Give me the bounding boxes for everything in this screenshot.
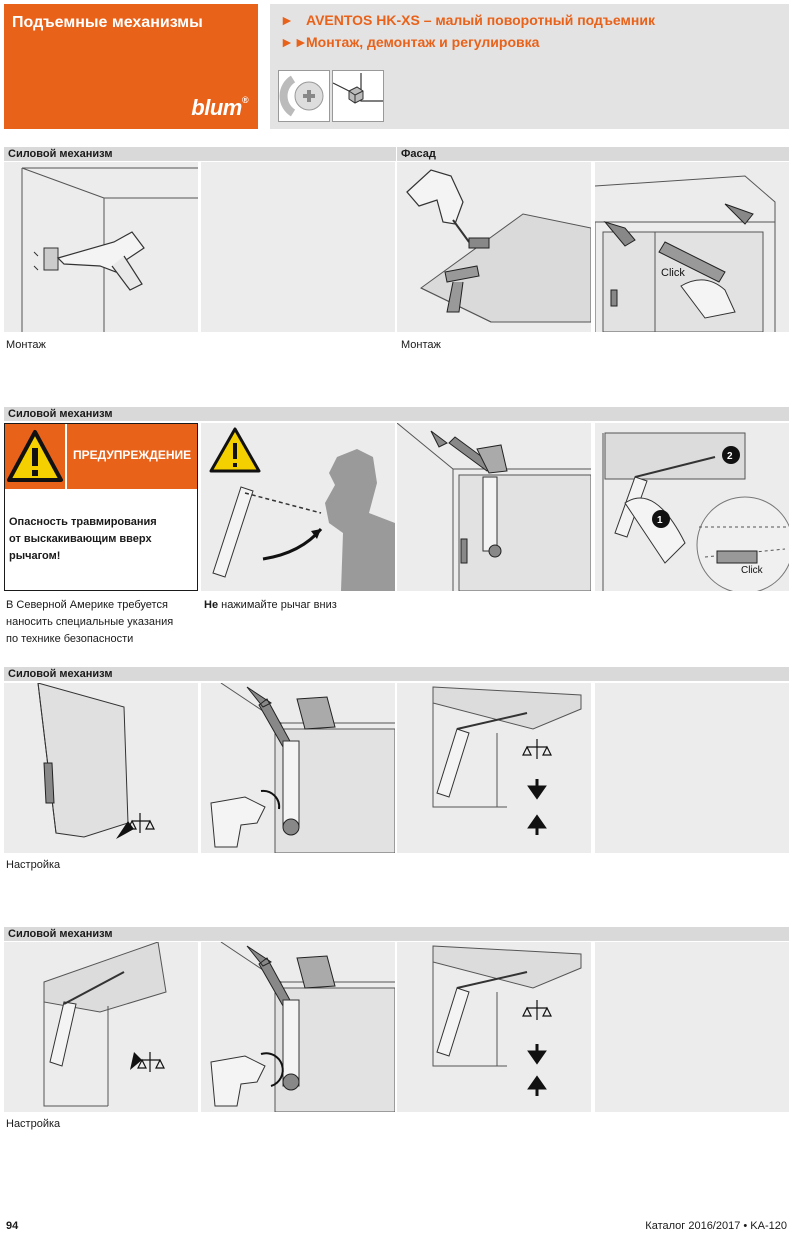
cabinet-front-icon [332,70,384,122]
caption-north-america: В Северной Америке требуется наносить сп… [6,597,173,648]
illustration-mounting-drill [4,162,198,332]
step-1-label: 1 [657,515,663,526]
caption: Настройка [6,1118,61,1130]
brand-mark: ® [241,95,249,105]
illustration-front-attach: 1 2 Click [595,423,789,591]
illustration-adjust-balance [397,683,591,853]
caption-emphasis: Не [204,599,219,611]
warning-title: ПРЕДУПРЕЖДЕНИЕ [73,448,192,462]
category-banner: Подъемные механизмы blum® [4,4,258,129]
illustration-adjust-balance [397,942,591,1112]
section-label: Силовой механизм [4,407,789,421]
caption: Настройка [6,859,61,871]
warning-header: ПРЕДУПРЕЖДЕНИЕ [5,424,197,489]
section-label: Силовой механизм [4,927,789,941]
illustration-adjust-open [4,942,198,1112]
step-2-label: 2 [727,451,733,462]
warning-line: от выскакивающим вверх [9,533,152,545]
caption: Монтаж [401,339,441,351]
click-label: Click [741,565,764,576]
product-title: ► AVENTOS HK-XS – малый поворотный подъем… [280,12,655,28]
illustration-adjust-closed [4,683,198,853]
caption-do-not-press: Не нажимайте рычаг вниз [204,597,337,614]
illustration-adjust-screw-ccw [201,942,395,1112]
warning-line: рычагом! [9,550,61,562]
category-title: Подъемные механизмы [12,14,203,31]
caption-text: нажимайте рычаг вниз [218,599,337,611]
page-number: 94 [6,1220,19,1232]
illustration-empty [201,162,395,332]
caption: Монтаж [6,339,46,351]
blum-logo: blum® [191,95,248,121]
illustration-adjust-screw [201,683,395,853]
section-label: Силовой механизм [4,147,396,161]
warning-text: Опасность травмирования от выскакивающим… [9,514,157,565]
brand-name: blum [191,95,242,120]
caption-line: В Северной Америке требуется [6,599,168,611]
warning-icon [7,430,63,482]
illustration-lever-cabinet [397,423,591,591]
product-header: ► AVENTOS HK-XS – малый поворотный подъем… [270,4,789,129]
section-label: Силовой механизм [4,667,789,681]
warning-box: ПРЕДУПРЕЖДЕНИЕ Опасность травмирования о… [4,423,198,591]
click-label: Click [661,267,685,279]
catalog-reference: Каталог 2016/2017 • KA-120 [645,1220,787,1232]
product-subtitle: ►►Монтаж, демонтаж и регулировка [280,34,539,50]
illustration-empty [595,942,789,1112]
illustration-lever-hazard [201,423,395,591]
screwdriver-icon [278,70,330,122]
illustration-front-drill [397,162,591,332]
product-title-text: AVENTOS HK-XS – малый поворотный подъемн… [306,12,655,28]
arrow-right-icon: ► [280,12,294,28]
section-label: Фасад [397,147,789,161]
product-subtitle-text: Монтаж, демонтаж и регулировка [306,34,540,50]
double-arrow-right-icon: ►► [280,34,308,50]
illustration-empty [595,683,789,853]
illustration-front-click: Click [595,162,789,332]
caption-line: по технике безопасности [6,633,134,645]
caption-line: наносить специальные указания [6,616,174,628]
warning-line: Опасность травмирования [9,516,157,528]
